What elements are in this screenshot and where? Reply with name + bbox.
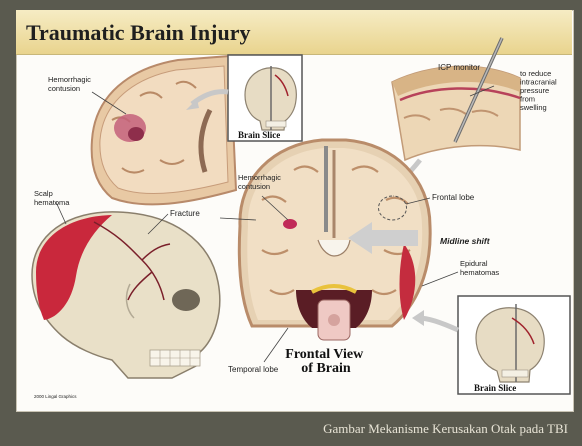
epidural-hematomas-label: Epidural hematomas xyxy=(460,259,499,277)
temporal-lobe-label: Temporal lobe xyxy=(228,365,279,374)
icp-monitor-illustration xyxy=(392,38,520,160)
midline-shift-label: Midline shift xyxy=(440,236,491,246)
slide-caption: Gambar Mekanisme Kerusakan Otak pada TBI xyxy=(0,421,582,437)
frontal-lobe-label: Frontal lobe xyxy=(432,193,475,202)
reduce-pressure-label: to reduce intracranial pressure from swe… xyxy=(520,69,559,112)
hemorrhagic-contusion-left-label: Hemorrhagic contusion xyxy=(48,75,93,93)
frontal-view-label: Frontal View of Brain xyxy=(285,347,366,376)
icp-monitor-label: ICP monitor xyxy=(438,63,480,72)
brain-slice-bottom-label: Brain Slice xyxy=(474,383,516,393)
brain-slice-top-label: Brain Slice xyxy=(238,130,280,140)
fracture-label: Fracture xyxy=(170,209,200,218)
skull-with-fracture-illustration xyxy=(32,212,220,378)
contusion-brain-section-illustration xyxy=(92,56,236,204)
copyright-label: 2000 Lingal Graphics xyxy=(34,394,77,399)
scalp-hematoma-label: Scalp hematoma xyxy=(34,189,70,207)
